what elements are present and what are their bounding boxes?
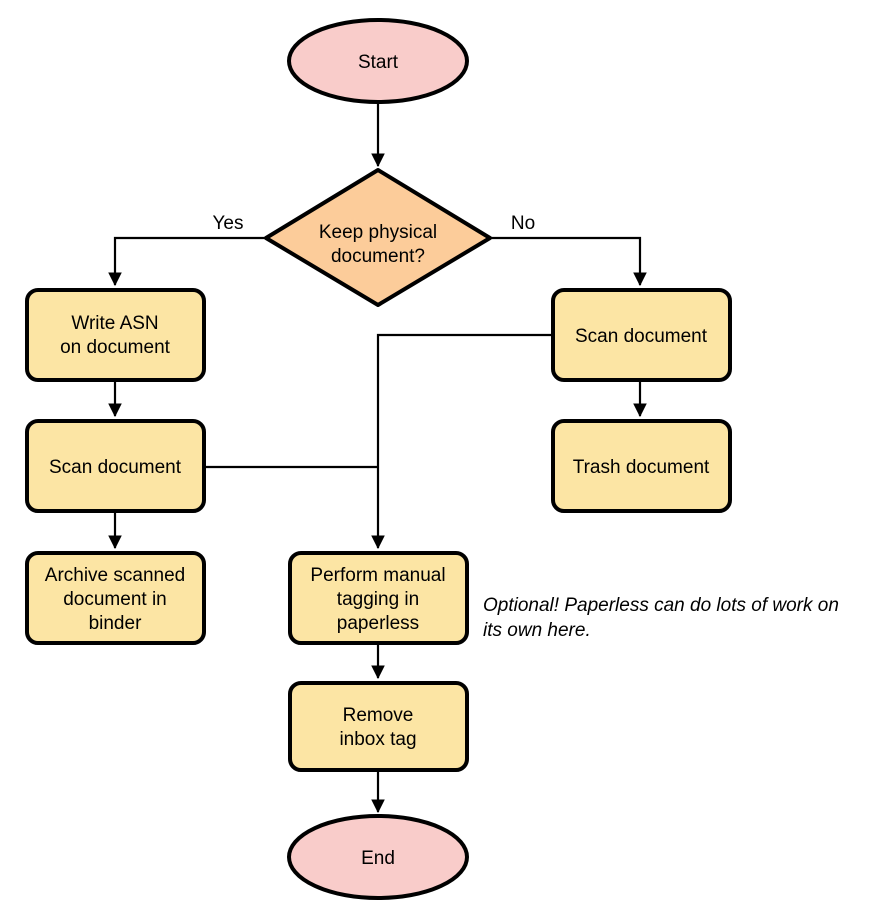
node-remove-inbox-tag[interactable]: Remove inbox tag <box>288 681 469 772</box>
node-trash-document[interactable]: Trash document <box>551 419 732 513</box>
connector-scan-right-to-tagging <box>371 333 552 550</box>
scan-document-left-box <box>25 419 206 513</box>
node-start[interactable]: Start <box>287 18 469 104</box>
scan-document-right-box <box>551 288 732 382</box>
write-asn-box <box>25 288 206 382</box>
node-scan-document-right[interactable]: Scan document <box>551 288 732 382</box>
trash-document-box <box>551 419 732 513</box>
node-write-asn-on-document[interactable]: Write ASN on document <box>25 288 206 382</box>
start-ellipse <box>287 18 469 104</box>
node-perform-manual-tagging[interactable]: Perform manual tagging in paperless <box>288 551 469 645</box>
remove-inbox-tag-box <box>288 681 469 772</box>
note-line1: Optional! Paperless can do lots of work … <box>483 595 839 616</box>
node-end[interactable]: End <box>287 814 469 900</box>
note-line2: its own here. <box>483 620 591 641</box>
end-ellipse <box>287 814 469 900</box>
node-archive-scanned-document[interactable]: Archive scanned document in binder <box>25 551 206 645</box>
note-optional-paperless: Optional! Paperless can do lots of work … <box>483 595 839 641</box>
archive-box <box>25 551 206 645</box>
node-decision-keep-physical-document[interactable]: Keep physical document? <box>264 168 492 307</box>
edge-label-no: No <box>511 213 535 234</box>
tagging-box <box>288 551 469 645</box>
decision-diamond <box>264 168 492 307</box>
connector-decision-no-to-scan-right <box>490 236 647 287</box>
node-scan-document-left[interactable]: Scan document <box>25 419 206 513</box>
edge-label-yes: Yes <box>213 213 244 234</box>
connector-decision-yes-to-write-asn <box>108 236 265 287</box>
